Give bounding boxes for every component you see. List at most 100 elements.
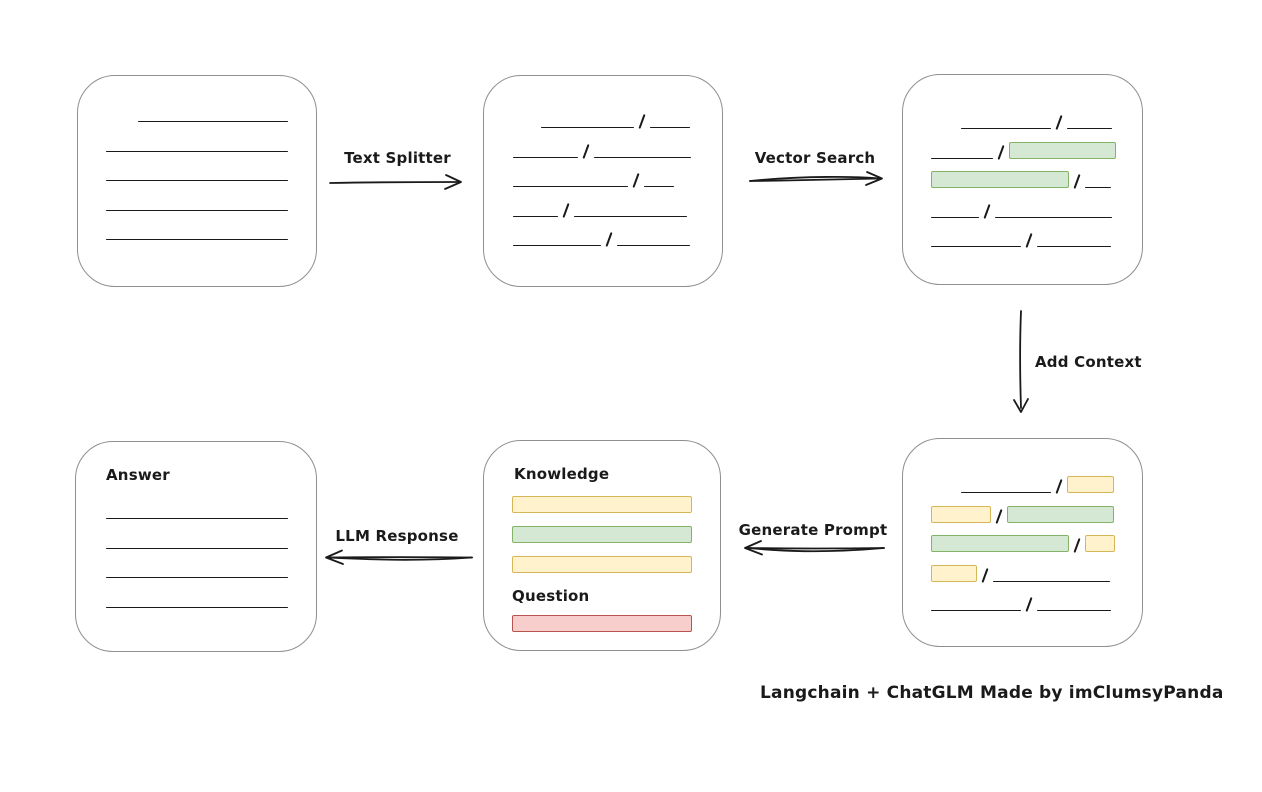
chunk-yellow: [1085, 535, 1116, 553]
text-line: [931, 157, 993, 159]
slash-separator: [997, 144, 1005, 160]
chunk-row: [513, 135, 692, 165]
diagram-caption: Langchain + ChatGLM Made by imClumsyPand…: [760, 683, 1224, 703]
chunk-green: [931, 171, 1069, 189]
text-line: [541, 127, 634, 128]
slash-separator: [981, 567, 989, 583]
slash-separator: [1055, 479, 1063, 495]
text-line: [106, 518, 288, 519]
text-line: [993, 580, 1111, 582]
chunk-row: [106, 496, 288, 526]
knowledge-label: Knowledge: [514, 465, 610, 483]
search-result-lines: [931, 106, 1117, 254]
text-line: [650, 127, 691, 128]
slash-separator: [582, 143, 590, 159]
llm-response-arrow: [325, 549, 473, 565]
chunk-row: [513, 223, 691, 253]
generate-prompt-arrow: [744, 540, 885, 556]
text-line: [617, 245, 691, 246]
chunk-row: [106, 217, 288, 247]
chunk-row: [513, 194, 691, 224]
chunk-yellow: [931, 564, 977, 582]
slash-separator: [638, 114, 646, 130]
chunk-row: [513, 164, 691, 194]
chunk-yellow: [512, 495, 692, 513]
chunk-green: [512, 525, 692, 543]
chunk-row: [512, 519, 692, 549]
text-line: [513, 186, 628, 187]
text-line: [594, 156, 692, 158]
text-line: [106, 180, 288, 181]
slash-separator: [995, 508, 1003, 524]
text-line: [931, 246, 1021, 247]
chunk-row: [931, 529, 1116, 559]
answer-text-lines: [106, 496, 288, 614]
text-line: [106, 239, 288, 240]
text-line: [931, 610, 1021, 611]
chunk-row: [931, 165, 1116, 195]
chunk-row: [931, 195, 1116, 225]
text-line: [106, 577, 288, 578]
chunk-green: [1007, 505, 1115, 523]
chunk-row: [931, 106, 1116, 136]
text-splitter-arrow: [329, 174, 462, 190]
text-line: [106, 150, 288, 152]
slash-separator: [983, 203, 991, 219]
question-label: Question: [512, 587, 590, 605]
text-line: [106, 209, 288, 211]
chunk-row: [106, 555, 288, 585]
chunk-row: [931, 588, 1115, 618]
text-line: [513, 245, 601, 246]
slash-separator: [562, 202, 570, 218]
chunk-green: [1009, 141, 1117, 159]
answer-label: Answer: [106, 466, 170, 484]
text-line: [931, 216, 979, 218]
slash-separator: [1025, 233, 1033, 249]
knowledge-bars: [512, 489, 692, 579]
chunk-row: [106, 585, 288, 615]
chunk-yellow: [512, 555, 692, 573]
llm-response-label: LLM Response: [335, 527, 459, 545]
slash-separator: [1055, 115, 1063, 131]
split-text-lines: [513, 105, 692, 253]
chunk-row: [931, 500, 1115, 530]
text-splitter-label: Text Splitter: [344, 149, 451, 167]
indent-gap: [931, 120, 961, 121]
text-line: [1085, 187, 1112, 188]
chunk-row: [512, 489, 692, 519]
indent-gap: [931, 484, 961, 485]
document-node: [77, 75, 317, 287]
text-line: [513, 156, 578, 158]
vector-search-results-node: [902, 74, 1143, 285]
context-lines: [931, 470, 1116, 618]
document-text-lines: [106, 99, 288, 247]
vector-search-label: Vector Search: [754, 149, 876, 167]
chunk-row: [512, 608, 692, 638]
text-line: [1067, 128, 1113, 129]
text-line: [644, 186, 675, 187]
text-line: [1037, 246, 1112, 247]
slash-separator: [605, 232, 613, 248]
text-line: [106, 606, 288, 608]
chunk-row: [106, 188, 288, 218]
prompt-node: Knowledge Question: [483, 440, 721, 651]
split-text-node: [483, 75, 723, 287]
indent-gap: [106, 113, 138, 114]
text-line: [513, 215, 558, 217]
text-line: [961, 128, 1051, 129]
add-context-arrow: [1013, 310, 1029, 413]
slash-separator: [1073, 174, 1081, 190]
chunk-row: [106, 129, 288, 159]
chunk-row: [931, 559, 1115, 589]
text-line: [1037, 610, 1112, 611]
chunk-row: [106, 526, 288, 556]
chunk-row: [513, 105, 691, 135]
vector-search-arrow: [749, 171, 883, 186]
generate-prompt-label: Generate Prompt: [738, 521, 888, 539]
chunk-row: [106, 158, 288, 188]
slash-separator: [632, 173, 640, 189]
text-line: [961, 492, 1051, 493]
context-node: [902, 438, 1143, 647]
chunk-row: [931, 136, 1117, 166]
